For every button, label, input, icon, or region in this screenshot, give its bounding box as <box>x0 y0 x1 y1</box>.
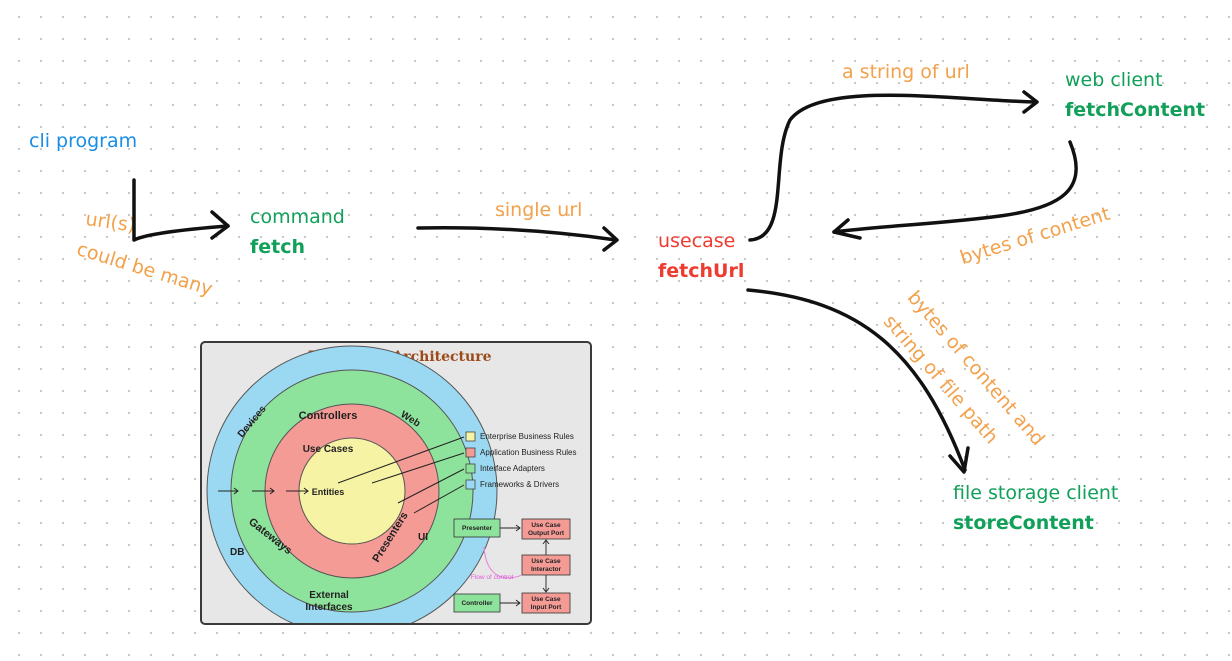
usecase-to-web-arrowhead <box>1022 90 1039 114</box>
file-storage-storecontent-label: storeContent <box>953 512 1094 534</box>
usecase-to-storage-arrow <box>746 288 967 472</box>
legend-swatch-frameworks <box>465 479 476 490</box>
external-label-1: External <box>309 590 349 601</box>
presenter-box-label: Presenter <box>462 525 492 532</box>
clean-architecture-diagram: The Clean Architecture Devices Web UI DB… <box>206 345 577 623</box>
usecase-label: usecase <box>658 230 736 252</box>
single-url-label: single url <box>495 199 583 221</box>
output-port-label-2: Output Port <box>528 530 565 537</box>
legend-label-enterprise: Enterprise Business Rules <box>480 432 574 441</box>
command-fetch-label: fetch <box>250 236 306 258</box>
usecase-to-storage-arrowhead <box>948 446 970 474</box>
legend-label-frameworks: Frameworks & Drivers <box>480 480 559 489</box>
clean-architecture-image: The Clean Architecture Devices Web UI DB… <box>200 341 592 625</box>
interactor-label-2: Interactor <box>531 566 561 573</box>
controllers-label: Controllers <box>299 410 358 422</box>
string-of-url-label: a string of url <box>842 61 970 83</box>
output-port-box <box>521 518 571 540</box>
input-port-label-1: Use Case <box>531 596 561 603</box>
input-port-label-2: Input Port <box>531 604 563 611</box>
file-storage-client-label: file storage client <box>953 482 1119 504</box>
usecase-to-web-arrow <box>748 93 1038 242</box>
web-client-label: web client <box>1065 69 1163 91</box>
web-to-usecase-arrowhead <box>832 218 862 240</box>
cli-to-command-arrow <box>132 178 230 242</box>
entities-label: Entities <box>312 487 345 497</box>
flow-of-control-label: Flow of control <box>471 574 514 581</box>
cli-to-command-arrowhead <box>210 210 230 240</box>
command-to-usecase-arrowhead <box>602 226 619 252</box>
legend-swatch-adapters <box>465 463 476 474</box>
legend-label-application: Application Business Rules <box>480 448 577 457</box>
legend-swatch-enterprise <box>465 431 476 442</box>
input-port-box <box>521 592 571 614</box>
legend-swatch-application <box>465 447 476 458</box>
command-label: command <box>250 206 345 228</box>
output-port-label-1: Use Case <box>531 522 561 529</box>
interactor-label-1: Use Case <box>531 558 561 565</box>
flow-of-control-curve <box>483 546 523 579</box>
external-label-2: Interfaces <box>305 602 353 613</box>
usecase-fetchurl-label: fetchUrl <box>658 260 745 282</box>
controller-box-label: Controller <box>461 600 493 607</box>
cli-program-label: cli program <box>29 130 138 152</box>
ui-label: UI <box>418 532 428 543</box>
web-to-usecase-arrow <box>832 140 1078 234</box>
command-to-usecase-arrow <box>416 226 618 242</box>
legend-label-adapters: Interface Adapters <box>480 464 545 473</box>
usecases-ring-label: Use Cases <box>303 444 354 455</box>
ring-legend: Enterprise Business Rules Application Bu… <box>465 431 577 490</box>
db-label: DB <box>230 547 244 558</box>
web-client-fetchcontent-label: fetchContent <box>1065 99 1206 121</box>
